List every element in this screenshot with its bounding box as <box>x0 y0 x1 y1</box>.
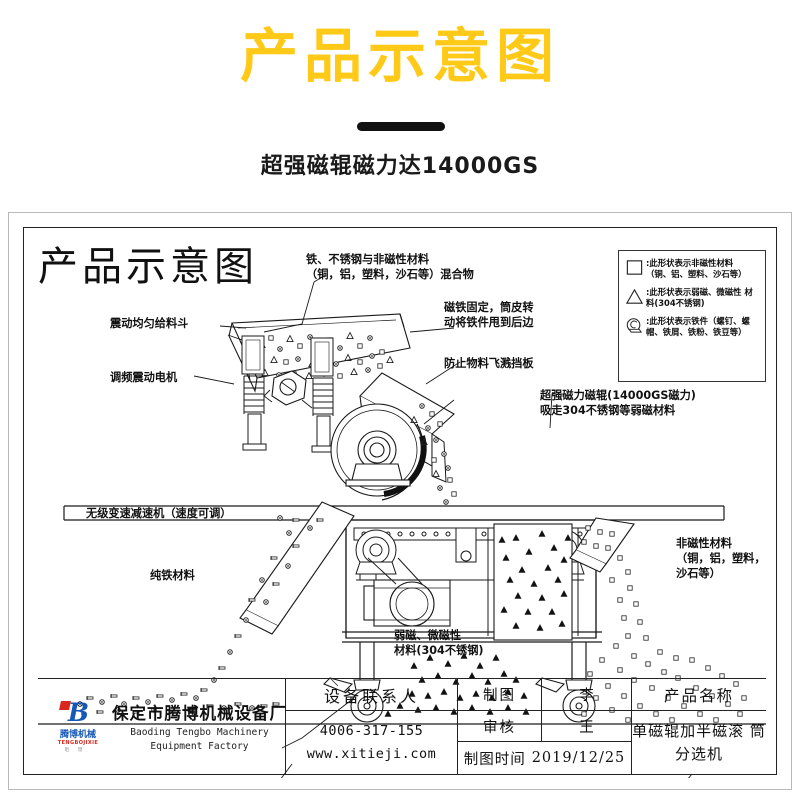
legend-item-label: :此形状表示非磁性材料 （铜、铝、塑料、沙石等） <box>646 258 747 280</box>
legend-item-nonmagnetic: :此形状表示非磁性材料 （铜、铝、塑料、沙石等） <box>625 258 760 280</box>
legend-item-label: :此形状表示铁件（螺钉、螺 帽、铁屑、铁粉、铁豆等） <box>646 316 750 338</box>
company-logo: B 腾博机械 TENGBOJIXIE 咀铿 <box>50 700 106 754</box>
meta-row-checked: 审核 王 <box>458 710 631 743</box>
label-non-magnetic: 非磁性材料 （铜，铝，塑料， 沙石等） <box>676 537 766 581</box>
label-reducer: 无级变速减速机（速度可调） <box>86 507 232 520</box>
contact-phone: 4006-317-155 <box>319 723 424 740</box>
label-weak-magnetic: 弱磁、微磁性 材料(304不锈钢) <box>394 629 484 658</box>
drawing-frame-inner: 产品示意图 :此形状表示非磁性材料 （铜、铝、塑料、沙石等） :此形状表示弱磁、… <box>23 227 780 778</box>
meta-key-checked: 审核 <box>458 710 542 742</box>
title-divider <box>357 122 445 131</box>
product-header: 产品名称 <box>632 679 766 711</box>
contact-website[interactable]: www.xitieji.com <box>306 745 437 762</box>
contact-header: 设备联系人 <box>286 679 457 711</box>
drawing-frame-outer: 产品示意图 :此形状表示非磁性材料 （铜、铝、塑料、沙石等） :此形状表示弱磁、… <box>8 212 792 790</box>
meta-value-checked: 王 <box>579 719 594 736</box>
legend-item-label: :此形状表示弱磁、微磁性 材料(304不锈钢) <box>646 287 753 309</box>
company-name-en-line1: Baoding Tengbo Machinery <box>130 726 269 738</box>
logo-red-accent <box>59 701 71 710</box>
company-name-cn: 保定市腾博机械设备厂 <box>112 703 287 723</box>
meta-key-drawn: 制图 <box>458 679 542 710</box>
logo-en-text: TENGBOJIXIE <box>57 740 99 746</box>
title-block: B 腾博机械 TENGBOJIXIE 咀铿 保定市腾博机械设备厂 Baoding… <box>38 678 766 774</box>
legend-item-weakmagnetic: :此形状表示弱磁、微磁性 材料(304不锈钢) <box>625 287 760 309</box>
logo-letter: B <box>67 698 89 727</box>
label-strong-roller: 超强磁力磁辊(14000GS磁力) 吸走304不锈钢等弱磁材料 <box>540 389 696 418</box>
machine-diagram <box>24 228 780 778</box>
label-hopper: 震动均匀给料斗 <box>110 317 189 330</box>
company-cell: B 腾博机械 TENGBOJIXIE 咀铿 保定市腾博机械设备厂 Baoding… <box>38 679 286 774</box>
legend-item-iron: :此形状表示铁件（螺钉、螺 帽、铁屑、铁粉、铁豆等） <box>625 316 760 338</box>
logo-mark: B <box>50 700 106 726</box>
meta-key-date: 制图时间 <box>463 751 526 768</box>
logo-tiny-text: 咀铿 <box>64 748 92 753</box>
drawing-title: 产品示意图 <box>38 244 258 290</box>
label-mixed-material: 铁、不锈钢与非磁性材料 （铜，铝，塑料，沙石等）混合物 <box>306 253 474 282</box>
label-vibration-motor: 调频震动电机 <box>110 371 178 384</box>
contact-body: 4006-317-155 www.xitieji.com <box>286 711 457 774</box>
company-names: 保定市腾博机械设备厂 Baoding Tengbo Machinery Equi… <box>112 700 287 754</box>
label-splash-guard: 防止物料飞溅挡板 <box>444 357 534 370</box>
company-name-en: Baoding Tengbo Machinery Equipment Facto… <box>112 726 287 754</box>
meta-row-drawn: 制图 李 <box>458 679 631 711</box>
label-magnet-fixed: 磁铁固定，筒皮转 动将铁件甩到后边 <box>444 301 534 330</box>
meta-row-date: 制图时间 2019/12/25 <box>458 742 631 774</box>
product-cell: 产品名称 单磁辊加半磁滚 筒分选机 <box>632 679 766 774</box>
legend-box: :此形状表示非磁性材料 （铜、铝、塑料、沙石等） :此形状表示弱磁、微磁性 材料… <box>618 250 766 382</box>
page-subtitle: 超强磁辊磁力达14000GS <box>260 154 540 179</box>
company-name-en-line2: Equipment Factory <box>150 740 249 752</box>
contact-cell: 设备联系人 4006-317-155 www.xitieji.com <box>286 679 458 774</box>
meta-value-date: 2019/12/25 <box>531 750 626 767</box>
triangle-icon <box>625 288 644 304</box>
meta-value-drawn: 李 <box>579 687 594 704</box>
screw-icon <box>626 318 643 333</box>
page-header: 产品示意图 超强磁辊磁力达14000GS <box>0 0 800 200</box>
logo-cn-text: 腾博机械 <box>59 730 96 740</box>
page-title: 产品示意图 <box>239 22 560 90</box>
square-icon <box>626 260 643 275</box>
meta-cell: 制图 李 审核 王 制图时间 2019/12/25 <box>458 679 632 774</box>
label-pure-iron: 纯铁材料 <box>150 569 195 582</box>
product-name: 单磁辊加半磁滚 筒分选机 <box>632 722 766 763</box>
